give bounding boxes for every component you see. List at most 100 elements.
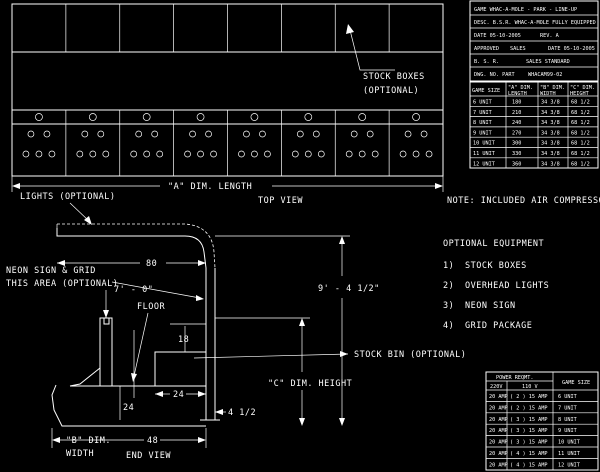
unit-button-icon: [88, 113, 97, 121]
size-table-cell: 68 1/2: [571, 110, 590, 116]
mole-hole-icon: [43, 130, 51, 138]
size-table-header: "A" DIM.: [508, 85, 533, 91]
size-table-cell: 330: [512, 151, 521, 157]
unit-dividers: [65, 110, 390, 176]
stock-bin-label: STOCK BIN (OPTIONAL): [354, 350, 466, 360]
lights-arrow-icon: [84, 216, 92, 225]
power-table-cell: ( 2 ) 15 AMP: [510, 394, 547, 400]
title-approved-value: SALES: [510, 46, 526, 52]
end-view: NEON SIGN & GRID THIS AREA (OPTIONAL) 80…: [6, 223, 466, 461]
size-table-cell: 34 3/8: [541, 141, 560, 147]
mole-hole-icon: [97, 130, 105, 138]
unit-button-icon: [142, 113, 151, 121]
power-table-cell: ( 3 ) 15 AMP: [510, 428, 547, 434]
mole-hole-icon: [189, 130, 196, 138]
power-title: POWER REQMT.: [496, 375, 533, 381]
power-table-cell: 20 AMP: [489, 417, 508, 423]
mole-hole-icon: [264, 150, 271, 158]
power-table-cell: 20 AMP: [489, 462, 508, 468]
power-table-cell: ( 2 ) 15 AMP: [510, 405, 547, 411]
mole-hole-icon: [22, 150, 30, 158]
title-line-2: DESC. B.S.R. WHAC-A-MOLE FULLY EQUIPPED: [474, 20, 596, 26]
stock-bin-arrow-icon: [340, 351, 348, 357]
size-table-cell: 34 3/8: [541, 130, 560, 136]
dim-80-arrow-left-icon: [57, 260, 65, 266]
c-dim-arrow-top-icon: [299, 318, 305, 326]
dim-4half-arrow-icon: [215, 409, 223, 415]
power-table-cell: 20 AMP: [489, 440, 508, 446]
neon-sign-label-1: NEON SIGN & GRID: [6, 266, 96, 276]
mole-hole-icon: [251, 150, 258, 158]
size-table-header: WIDTH: [540, 91, 556, 97]
size-table-headers: GAME SIZE"A" DIM.LENGTH"B" DIM.WIDTH"C" …: [470, 85, 598, 97]
power-table-cell: 7 UNIT: [558, 405, 577, 411]
b-dim-label-2: WIDTH: [66, 449, 94, 459]
mole-hole-icon: [76, 150, 84, 158]
mole-hole-icon: [358, 150, 366, 158]
dim-9ft-arrow-bottom-icon: [339, 418, 345, 426]
mole-hole-icon: [291, 150, 299, 158]
size-table-cell: 12 UNIT: [473, 161, 495, 167]
size-table-cell: 34 3/8: [541, 120, 560, 126]
mole-hole-icon: [312, 130, 320, 138]
top-view-label: TOP VIEW: [258, 196, 303, 206]
mole-hole-icon: [156, 150, 164, 158]
optional-item-text: GRID PACKAGE: [465, 321, 532, 331]
power-table-cell: 9 UNIT: [558, 428, 577, 434]
neon-sign-arrow-icon: [196, 295, 204, 301]
dim-7ft-label: 7' - 0": [114, 285, 153, 295]
size-table-cell: 7 UNIT: [473, 110, 492, 116]
optional-item-number: 4): [443, 321, 454, 331]
unit-button-icon: [196, 113, 205, 121]
power-table-cell: 20 AMP: [489, 428, 508, 434]
power-table-cell: 20 AMP: [489, 394, 508, 400]
dim-48-arrow-right-icon: [198, 437, 206, 443]
dim-9ft-arrow-top-icon: [339, 236, 345, 244]
mole-hole-icon: [143, 150, 151, 158]
neon-sign-label-2: THIS AREA (OPTIONAL): [6, 279, 118, 289]
power-table-cell: ( 4 ) 15 AMP: [510, 451, 547, 457]
mole-hole-icon: [130, 150, 138, 158]
dim-48-label: 48: [147, 436, 158, 446]
mole-hole-icon: [151, 130, 159, 138]
mole-hole-icon: [238, 150, 245, 158]
title-rev: REV. A: [540, 33, 560, 39]
title-department: SALES STANDARD: [526, 59, 570, 65]
size-table-cell: 210: [512, 110, 521, 116]
optional-equipment-title: OPTIONAL EQUIPMENT: [443, 239, 544, 249]
power-col-size: GAME SIZE: [562, 380, 590, 386]
size-table-cell: 68 1/2: [571, 120, 590, 126]
stock-boxes-optional-label: (OPTIONAL): [363, 86, 419, 96]
size-table-cell: 34 3/8: [541, 100, 560, 106]
size-table-header: HEIGHT: [570, 91, 589, 97]
dim-24b-arrow-right-icon: [198, 391, 206, 397]
mole-hole-icon: [420, 130, 428, 138]
mole-hole-icon: [210, 150, 217, 158]
power-table-cell: ( 3 ) 15 AMP: [510, 417, 547, 423]
size-table-cell: 34 3/8: [541, 151, 560, 157]
power-table-cell: 11 UNIT: [558, 451, 580, 457]
power-table-cell: 20 AMP: [489, 405, 508, 411]
optional-item-number: 2): [443, 281, 454, 291]
size-table-cell: 34 3/8: [541, 110, 560, 116]
dim-80-arrow-right-icon: [198, 260, 206, 266]
mole-hole-icon: [184, 150, 191, 158]
c-dim-arrow-bottom-icon: [299, 418, 305, 426]
mole-hole-icon: [399, 150, 407, 158]
power-table-cell: ( 3 ) 15 AMP: [510, 440, 547, 446]
mole-hole-icon: [259, 130, 266, 138]
power-table: POWER REQMT. 220V 110 V GAME SIZE 20 AMP…: [485, 371, 599, 471]
title-date-2: DATE 05-10-2005: [548, 46, 595, 52]
dim-80-label: 80: [146, 259, 157, 269]
stock-box-dividers: [65, 4, 390, 52]
mole-hole-icon: [135, 130, 143, 138]
size-table-cell: 68 1/2: [571, 130, 590, 136]
dim-24a-label: 24: [123, 403, 134, 413]
floor-label: FLOOR: [137, 302, 165, 312]
title-approved-label: APPROVED: [474, 46, 499, 52]
power-table-cell: 10 UNIT: [558, 440, 580, 446]
mole-hole-icon: [371, 150, 379, 158]
end-view-label: END VIEW: [126, 451, 171, 461]
